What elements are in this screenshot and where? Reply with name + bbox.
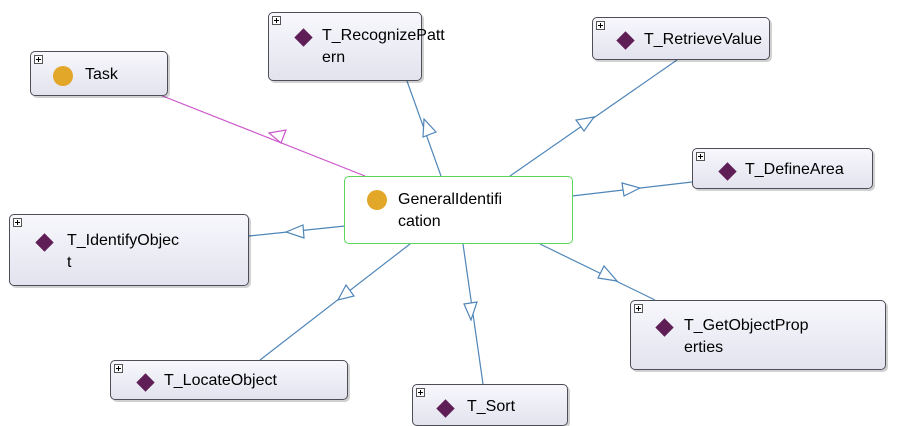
- expand-plus-icon[interactable]: [114, 364, 123, 373]
- node-general-identification[interactable]: GeneralIdentifi cation: [344, 176, 573, 244]
- node-label: GeneralIdentifi cation: [398, 191, 503, 230]
- node-label: T_RetrieveValue: [644, 31, 762, 48]
- individual-diamond-icon: [718, 162, 737, 181]
- node-t-define-area[interactable]: T_DefineArea: [692, 148, 873, 189]
- node-label: T_RecognizePatt ern: [322, 27, 445, 66]
- node-t-recognize-pattern[interactable]: T_RecognizePatt ern: [268, 12, 445, 81]
- expand-plus-icon[interactable]: [696, 152, 705, 161]
- expand-plus-icon[interactable]: [272, 16, 281, 25]
- node-task[interactable]: Task: [30, 51, 168, 96]
- edge-center-to-retrieve-value: [509, 59, 678, 177]
- expand-plus-icon[interactable]: [634, 304, 643, 313]
- expand-plus-icon[interactable]: [34, 55, 43, 64]
- node-label: T_IdentifyObjec t: [67, 232, 180, 271]
- individual-diamond-icon: [616, 31, 635, 50]
- node-label: T_GetObjectProp erties: [684, 317, 809, 356]
- node-t-get-object-properties[interactable]: T_GetObjectProp erties: [630, 300, 886, 370]
- class-circle-icon: [367, 190, 387, 210]
- node-t-sort[interactable]: T_Sort: [412, 384, 568, 426]
- individual-diamond-icon: [35, 233, 54, 252]
- individual-diamond-icon: [294, 28, 313, 47]
- expand-plus-icon[interactable]: [596, 21, 605, 30]
- edge-center-to-sort: [462, 243, 484, 385]
- node-label: T_DefineArea: [745, 161, 844, 178]
- class-circle-icon: [53, 66, 73, 86]
- edge-center-to-identify-object: [248, 224, 346, 239]
- edge-center-to-locate-object: [259, 243, 411, 361]
- node-label: T_Sort: [467, 398, 516, 415]
- edge-center-to-task: [154, 92, 366, 177]
- edge-center-to-define-area: [571, 181, 693, 197]
- node-label: T_LocateObject: [164, 372, 277, 389]
- individual-diamond-icon: [655, 318, 674, 337]
- node-label: Task: [85, 66, 118, 83]
- expand-plus-icon[interactable]: [416, 388, 425, 397]
- individual-diamond-icon: [436, 399, 455, 418]
- node-t-identify-object[interactable]: T_IdentifyObjec t: [9, 214, 249, 286]
- individual-diamond-icon: [136, 373, 155, 392]
- edge-center-to-recognize-pattern: [406, 80, 442, 177]
- expand-plus-icon[interactable]: [13, 218, 22, 227]
- edge-center-to-get-object-properties: [539, 243, 656, 301]
- node-t-retrieve-value[interactable]: T_RetrieveValue: [592, 17, 770, 60]
- node-t-locate-object[interactable]: T_LocateObject: [110, 360, 348, 400]
